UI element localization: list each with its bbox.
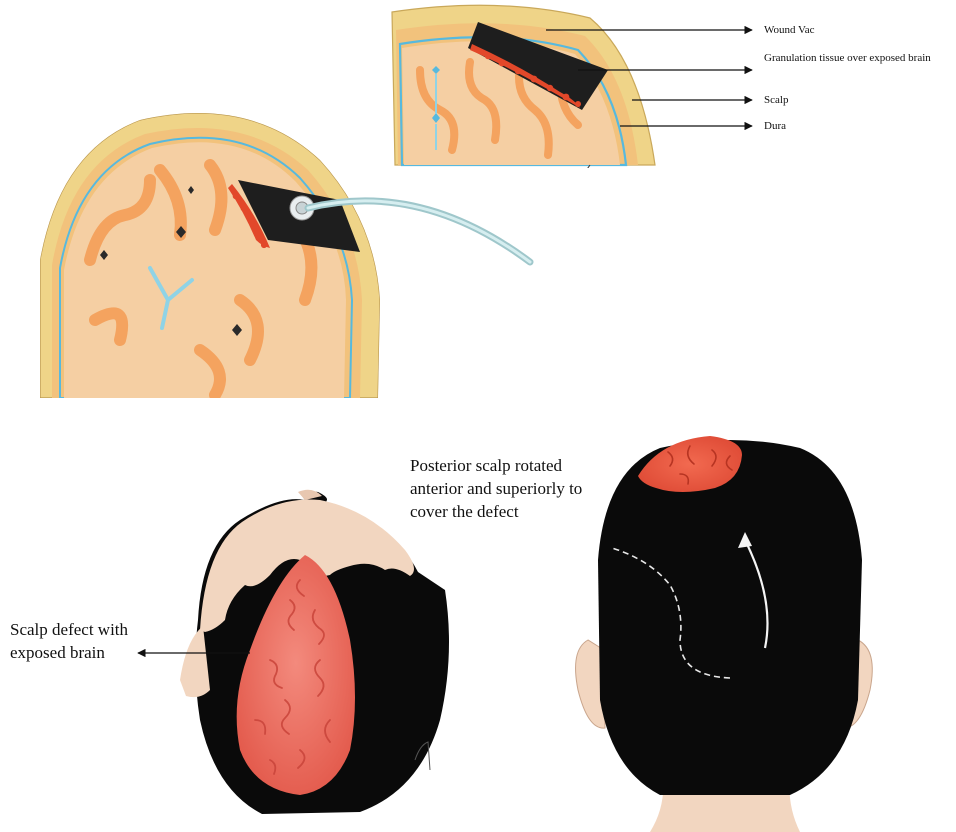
label-scalp-defect: Scalp defect with exposed brain bbox=[10, 618, 150, 664]
posterior-head-illustration bbox=[576, 436, 873, 832]
label-posterior-scalp: Posterior scalp rotated anterior and sup… bbox=[410, 454, 596, 523]
scalp-defect-illustration bbox=[180, 490, 449, 814]
label-wound-vac: Wound Vac bbox=[764, 24, 815, 36]
head-cross-section-illustration bbox=[40, 113, 380, 398]
coronal-detail-illustration bbox=[392, 5, 655, 176]
label-scalp: Scalp bbox=[764, 94, 789, 106]
label-dura: Dura bbox=[764, 120, 786, 132]
label-granulation-tissue: Granulation tissue over exposed brain bbox=[764, 52, 932, 64]
